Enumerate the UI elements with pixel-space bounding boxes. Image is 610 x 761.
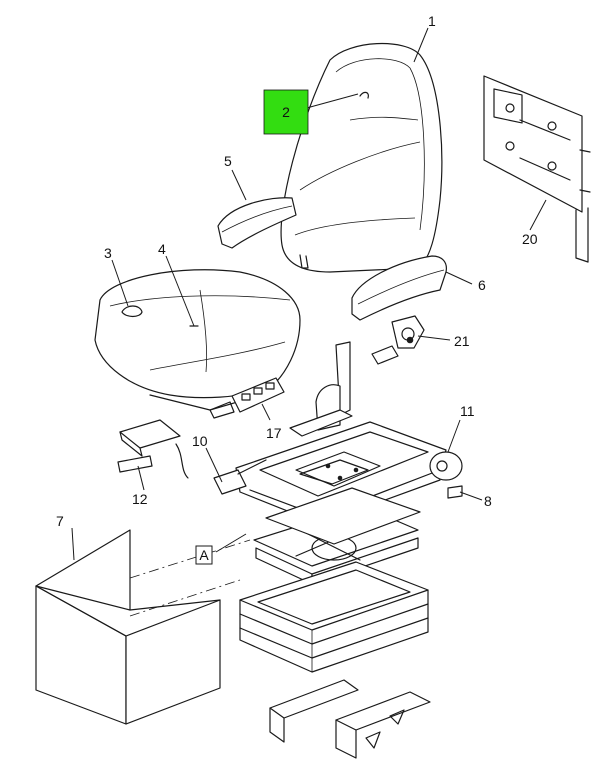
callout-17: 17	[266, 425, 282, 441]
riser-base	[239, 561, 429, 673]
seat-cushion	[94, 269, 301, 411]
callout-5: 5	[224, 153, 232, 169]
seat-back	[280, 42, 443, 273]
recliner-mechanism	[371, 315, 425, 365]
highlight-box	[263, 89, 309, 135]
callout-12: 12	[132, 491, 148, 507]
fore-aft-lever	[213, 459, 267, 495]
cover-box	[35, 529, 221, 725]
switch-assembly	[117, 419, 189, 479]
lumbar-pad	[483, 75, 591, 263]
detail-tag-label: A	[199, 547, 209, 563]
callout-10: 10	[192, 433, 208, 449]
callout-2: 2	[282, 104, 290, 120]
callout-6: 6	[478, 277, 486, 293]
callout-7: 7	[56, 513, 64, 529]
callout-1: 1	[428, 13, 436, 29]
seat-control-panel	[209, 377, 285, 419]
armrest-left	[217, 197, 297, 249]
weight-adjust-knob	[429, 451, 463, 499]
callout-20: 20	[522, 231, 538, 247]
detail-tag-box	[195, 545, 213, 565]
callout-21: 21	[454, 333, 470, 349]
callout-4: 4	[158, 241, 166, 257]
callout-11: 11	[460, 403, 475, 419]
armrest-right	[351, 255, 447, 321]
callout-8: 8	[484, 493, 492, 509]
callout-3: 3	[104, 245, 112, 261]
mounting-brackets	[269, 679, 431, 759]
